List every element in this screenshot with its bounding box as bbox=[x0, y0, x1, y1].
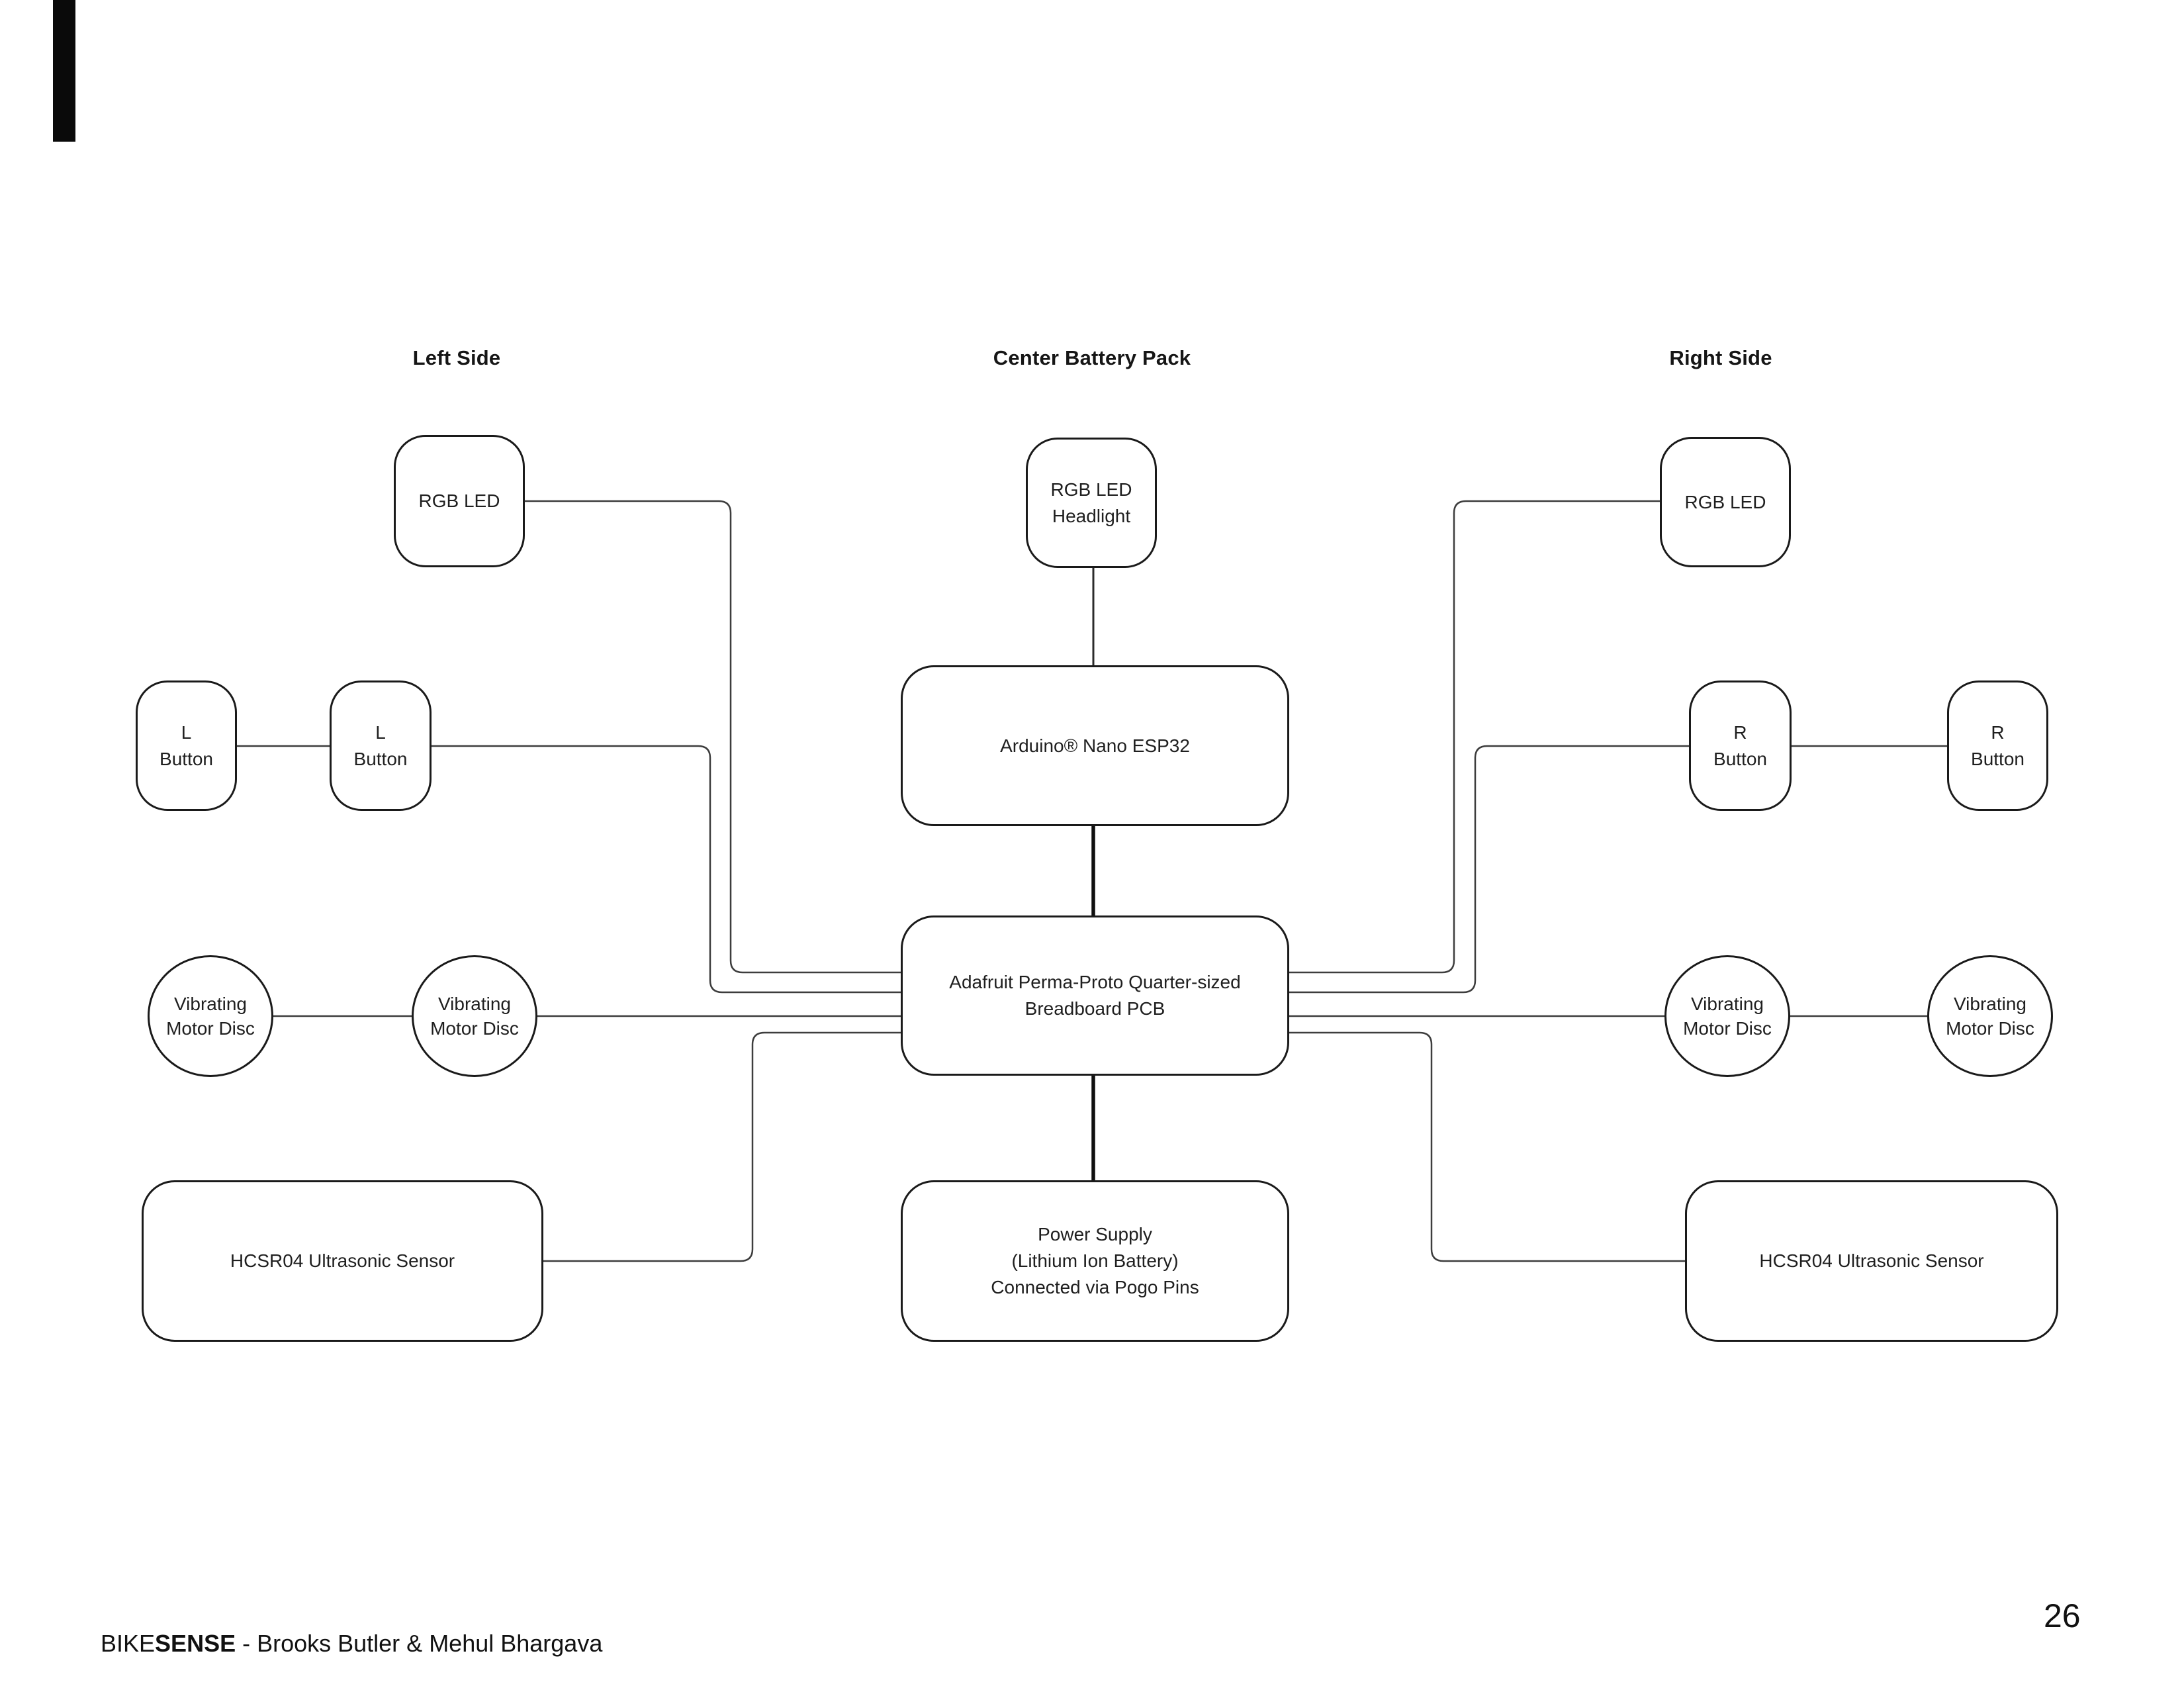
header-center-battery-pack: Center Battery Pack bbox=[993, 346, 1191, 369]
page-number: 26 bbox=[2044, 1597, 2081, 1634]
footer-project-name-bold: SENSE bbox=[155, 1630, 236, 1657]
node-vibrating-motor-disc-right-outer: Vibrating Motor Disc bbox=[1927, 955, 2053, 1077]
node-arduino-nano-esp32: Arduino® Nano ESP32 bbox=[901, 665, 1289, 826]
connector-rgb-right-to-pcb bbox=[1289, 500, 1660, 974]
footer-project-name: BIKE bbox=[101, 1630, 156, 1657]
node-r-button-outer: R Button bbox=[1947, 680, 2048, 811]
node-vibrating-motor-disc-left-outer: Vibrating Motor Disc bbox=[148, 955, 273, 1077]
node-vibrating-motor-disc-right-inner: Vibrating Motor Disc bbox=[1664, 955, 1790, 1077]
connector-hcsr04-left-to-pcb bbox=[543, 1031, 901, 1262]
node-l-button-outer: L Button bbox=[136, 680, 237, 811]
connector-rbutton-to-pcb bbox=[1289, 745, 1689, 994]
node-rgb-led-right: RGB LED bbox=[1660, 437, 1791, 567]
node-rgb-led-left: RGB LED bbox=[394, 435, 525, 567]
node-rgb-led-headlight: RGB LED Headlight bbox=[1026, 438, 1157, 568]
connector-rgb-left-to-pcb bbox=[525, 500, 901, 974]
header-right-side: Right Side bbox=[1669, 346, 1772, 369]
scan-mark bbox=[53, 0, 75, 142]
connector-pcb-to-hcsr04-right bbox=[1289, 1031, 1685, 1262]
node-r-button-inner: R Button bbox=[1689, 680, 1792, 811]
node-power-supply: Power Supply (Lithium Ion Battery) Conne… bbox=[901, 1180, 1289, 1342]
node-hcsr04-left: HCSR04 Ultrasonic Sensor bbox=[142, 1180, 543, 1342]
node-l-button-inner: L Button bbox=[330, 680, 432, 811]
header-left-side: Left Side bbox=[412, 346, 501, 369]
footer-authors: - Brooks Butler & Mehul Bhargava bbox=[236, 1630, 603, 1657]
node-vibrating-motor-disc-left-inner: Vibrating Motor Disc bbox=[412, 955, 537, 1077]
connector-lbutton-to-pcb bbox=[432, 745, 901, 994]
node-breadboard-pcb: Adafruit Perma-Proto Quarter-sized Bread… bbox=[901, 915, 1289, 1076]
footer-credit: BIKESENSE - Brooks Butler & Mehul Bharga… bbox=[101, 1630, 602, 1658]
node-hcsr04-right: HCSR04 Ultrasonic Sensor bbox=[1685, 1180, 2058, 1342]
